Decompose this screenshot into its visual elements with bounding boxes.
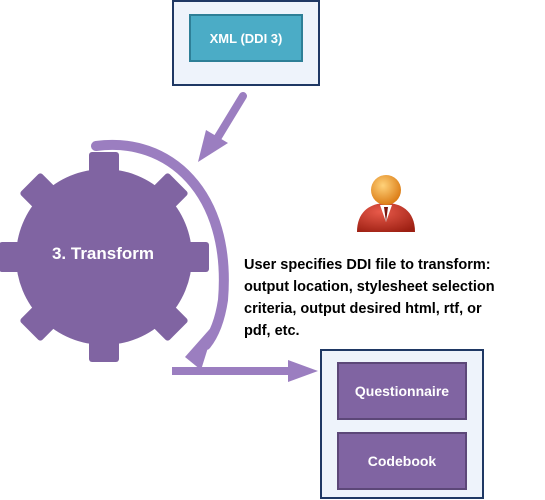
xml-input-box[interactable]: XML (DDI 3)	[189, 14, 303, 62]
user-icon	[357, 175, 415, 232]
output-arrow-icon	[172, 360, 318, 382]
questionnaire-box[interactable]: Questionnaire	[337, 362, 467, 420]
gear-label: 3. Transform	[51, 244, 155, 263]
input-box-frame: XML (DDI 3)	[172, 0, 320, 86]
output-box-frame: Questionnaire Codebook	[320, 349, 484, 499]
gear-icon	[0, 152, 209, 362]
input-arrow-icon	[198, 92, 247, 162]
codebook-box[interactable]: Codebook	[337, 432, 467, 490]
curved-arrow-icon	[91, 139, 229, 370]
description-text: User specifies DDI file to transform: ou…	[244, 257, 495, 339]
